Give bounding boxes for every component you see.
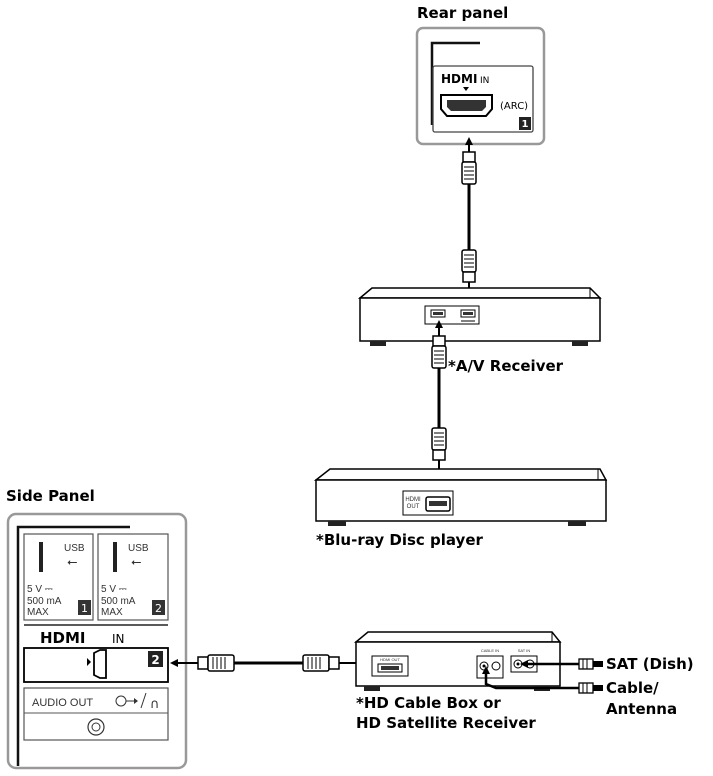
side-hdmi-port: HDMI IN 2 xyxy=(23,624,169,683)
usb-icon: ⭠ xyxy=(67,555,77,570)
usb2-label: USB xyxy=(128,543,149,554)
audio-out-port: AUDIO OUT ∩ xyxy=(23,687,169,741)
usb-icon: ⭠ xyxy=(131,555,141,570)
cablebox-sat-in-label: SAT IN xyxy=(518,648,531,653)
bluray-hdmi-out-line2: OUT xyxy=(407,504,420,510)
audio-out-label: AUDIO OUT xyxy=(32,697,93,709)
rear-hdmi-port-icon xyxy=(440,94,493,117)
usb2-voltage: 5 V ⎓ xyxy=(101,584,127,595)
headphones-icon: ∩ xyxy=(150,697,160,712)
antenna-cable xyxy=(482,666,603,694)
rear-arrow-icon xyxy=(463,87,469,91)
usb-port-2: USB ⭠ 5 V ⎓ 500 mA MAX 2 xyxy=(97,533,169,621)
rear-panel-title: Rear panel xyxy=(417,4,508,22)
side-hdmi-logo: HDMI xyxy=(40,629,86,647)
bluray-hdmi-out-line1: HDMI xyxy=(405,497,421,503)
bluray-label: *Blu-ray Disc player xyxy=(316,531,484,549)
side-panel: USB ⭠ 5 V ⎓ 500 mA MAX 1 USB ⭠ 5 V ⎓ 500… xyxy=(6,512,188,770)
sat-dish-label: SAT (Dish) xyxy=(606,655,694,673)
side-panel-title: Side Panel xyxy=(6,487,95,505)
usb1-max: MAX xyxy=(27,607,49,618)
rear-port-number-badge xyxy=(519,117,531,130)
av-receiver-device xyxy=(357,287,602,346)
hdmi-cable-sidepanel-to-cablebox xyxy=(170,654,372,672)
usb1-current: 500 mA xyxy=(27,596,62,607)
hdmi-cable-rear-to-receiver xyxy=(461,137,477,307)
cable-antenna-label-line1: Cable/ xyxy=(606,679,659,697)
bluray-device: HDMI OUT xyxy=(313,468,608,526)
cable-antenna-label-line2: Antenna xyxy=(606,700,677,718)
usb1-voltage: 5 V ⎓ xyxy=(27,584,53,595)
rear-panel: HDMI IN (ARC) 1 xyxy=(415,26,546,146)
usb-port-1: USB ⭠ 5 V ⎓ 500 mA MAX 1 xyxy=(23,533,94,621)
usb1-number: 1 xyxy=(81,602,88,615)
cable-box-label-line2: HD Satellite Receiver xyxy=(356,714,536,732)
cable-box-label-line1: *HD Cable Box or xyxy=(356,694,501,712)
side-hdmi-number: 2 xyxy=(151,653,159,667)
rear-hdmi-logo: HDMI xyxy=(441,72,477,86)
cable-box-device: HDMI OUT CABLE IN SAT IN xyxy=(353,631,562,691)
av-receiver-label: *A/V Receiver xyxy=(448,357,564,375)
rear-port-number: 1 xyxy=(522,119,529,130)
usb2-max: MAX xyxy=(101,607,123,618)
usb2-number: 2 xyxy=(155,602,162,615)
cablebox-hdmi-out-label: HDMI OUT xyxy=(380,657,400,662)
rear-hdmi-in-label: IN xyxy=(480,76,489,86)
cablebox-cable-in-label: CABLE IN xyxy=(481,648,499,653)
hdmi-cable-receiver-to-bluray xyxy=(431,320,447,492)
sat-cable xyxy=(520,658,603,670)
side-hdmi-in-label: IN xyxy=(112,632,125,646)
usb1-label: USB xyxy=(64,543,85,554)
usb2-current: 500 mA xyxy=(101,596,136,607)
rear-arc-label: (ARC) xyxy=(500,101,528,112)
